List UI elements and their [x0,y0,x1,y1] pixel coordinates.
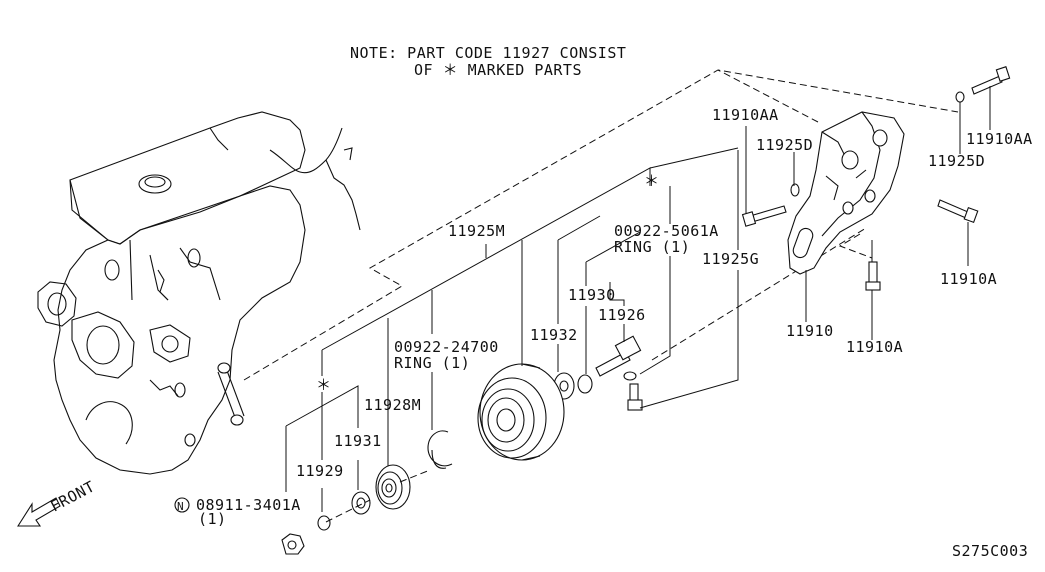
engine-block [37,111,361,475]
washer-11931 [351,491,371,515]
label-11910: 11910 [786,322,834,340]
idler-pulley-11925M [477,363,565,461]
label-11932: 11932 [530,326,578,344]
washer-11925D-left [790,183,800,197]
label-00922-24700: 00922-24700 [394,338,499,356]
diagram-code: S275C003 [952,542,1028,560]
label-11910AA-left: 11910AA [712,106,779,124]
asterisk-top: ＊ [644,172,660,190]
note-line-2: OF ＊ MARKED PARTS [414,61,582,79]
part-labels: NOTE: PART CODE 11927 CONSIST OF ＊ MARKE… [174,44,1033,560]
bearing-11928M [375,464,411,510]
label-11910A-bottom: 11910A [846,338,903,356]
label-ring-b: RING (1) [394,354,470,372]
label-11931: 11931 [334,432,382,450]
label-00922-5061A: 00922-5061A [614,222,719,240]
ring-00922-5061A [577,374,593,394]
label-ring-a: RING (1) [614,238,690,256]
bolt-11910AA-right [971,66,1011,95]
label-11926: 11926 [598,306,646,324]
label-11910AA-right: 11910AA [966,130,1033,148]
link-rod [217,362,245,426]
washer-11925D-right [955,91,965,103]
leader-lines [285,86,991,512]
bolt-11910A-vertical [865,261,881,291]
asterisk-left: ＊ [316,376,332,394]
label-11925G: 11925G [702,250,759,268]
label-qty: (1) [198,510,227,528]
snap-ring-00922-24700 [427,430,453,469]
label-08911-3401A: 08911-3401A [196,496,301,514]
nut-08911-3401A [281,533,305,555]
bolt-11910AA-left [741,205,787,227]
front-label: FRONT [47,477,98,515]
washer-11929 [317,515,331,531]
label-11929: 11929 [296,462,344,480]
label-11925D-left: 11925D [756,136,813,154]
label-11925D-right: 11925D [928,152,985,170]
label-11930: 11930 [568,286,616,304]
assembly-outline [243,69,959,381]
bolt-11925G [627,383,643,411]
note-line-1: NOTE: PART CODE 11927 CONSIST [350,44,626,62]
n-symbol: N [177,500,184,513]
label-11928M: 11928M [364,396,421,414]
n-symbol-circle [174,497,190,513]
alternator-bracket [787,111,905,275]
label-11925M: 11925M [448,222,505,240]
label-11910A-right: 11910A [940,270,997,288]
front-arrow-icon: FRONT [16,477,98,527]
bolt-11910A-right [937,199,979,224]
adjusting-bolt-11926 [595,335,642,381]
